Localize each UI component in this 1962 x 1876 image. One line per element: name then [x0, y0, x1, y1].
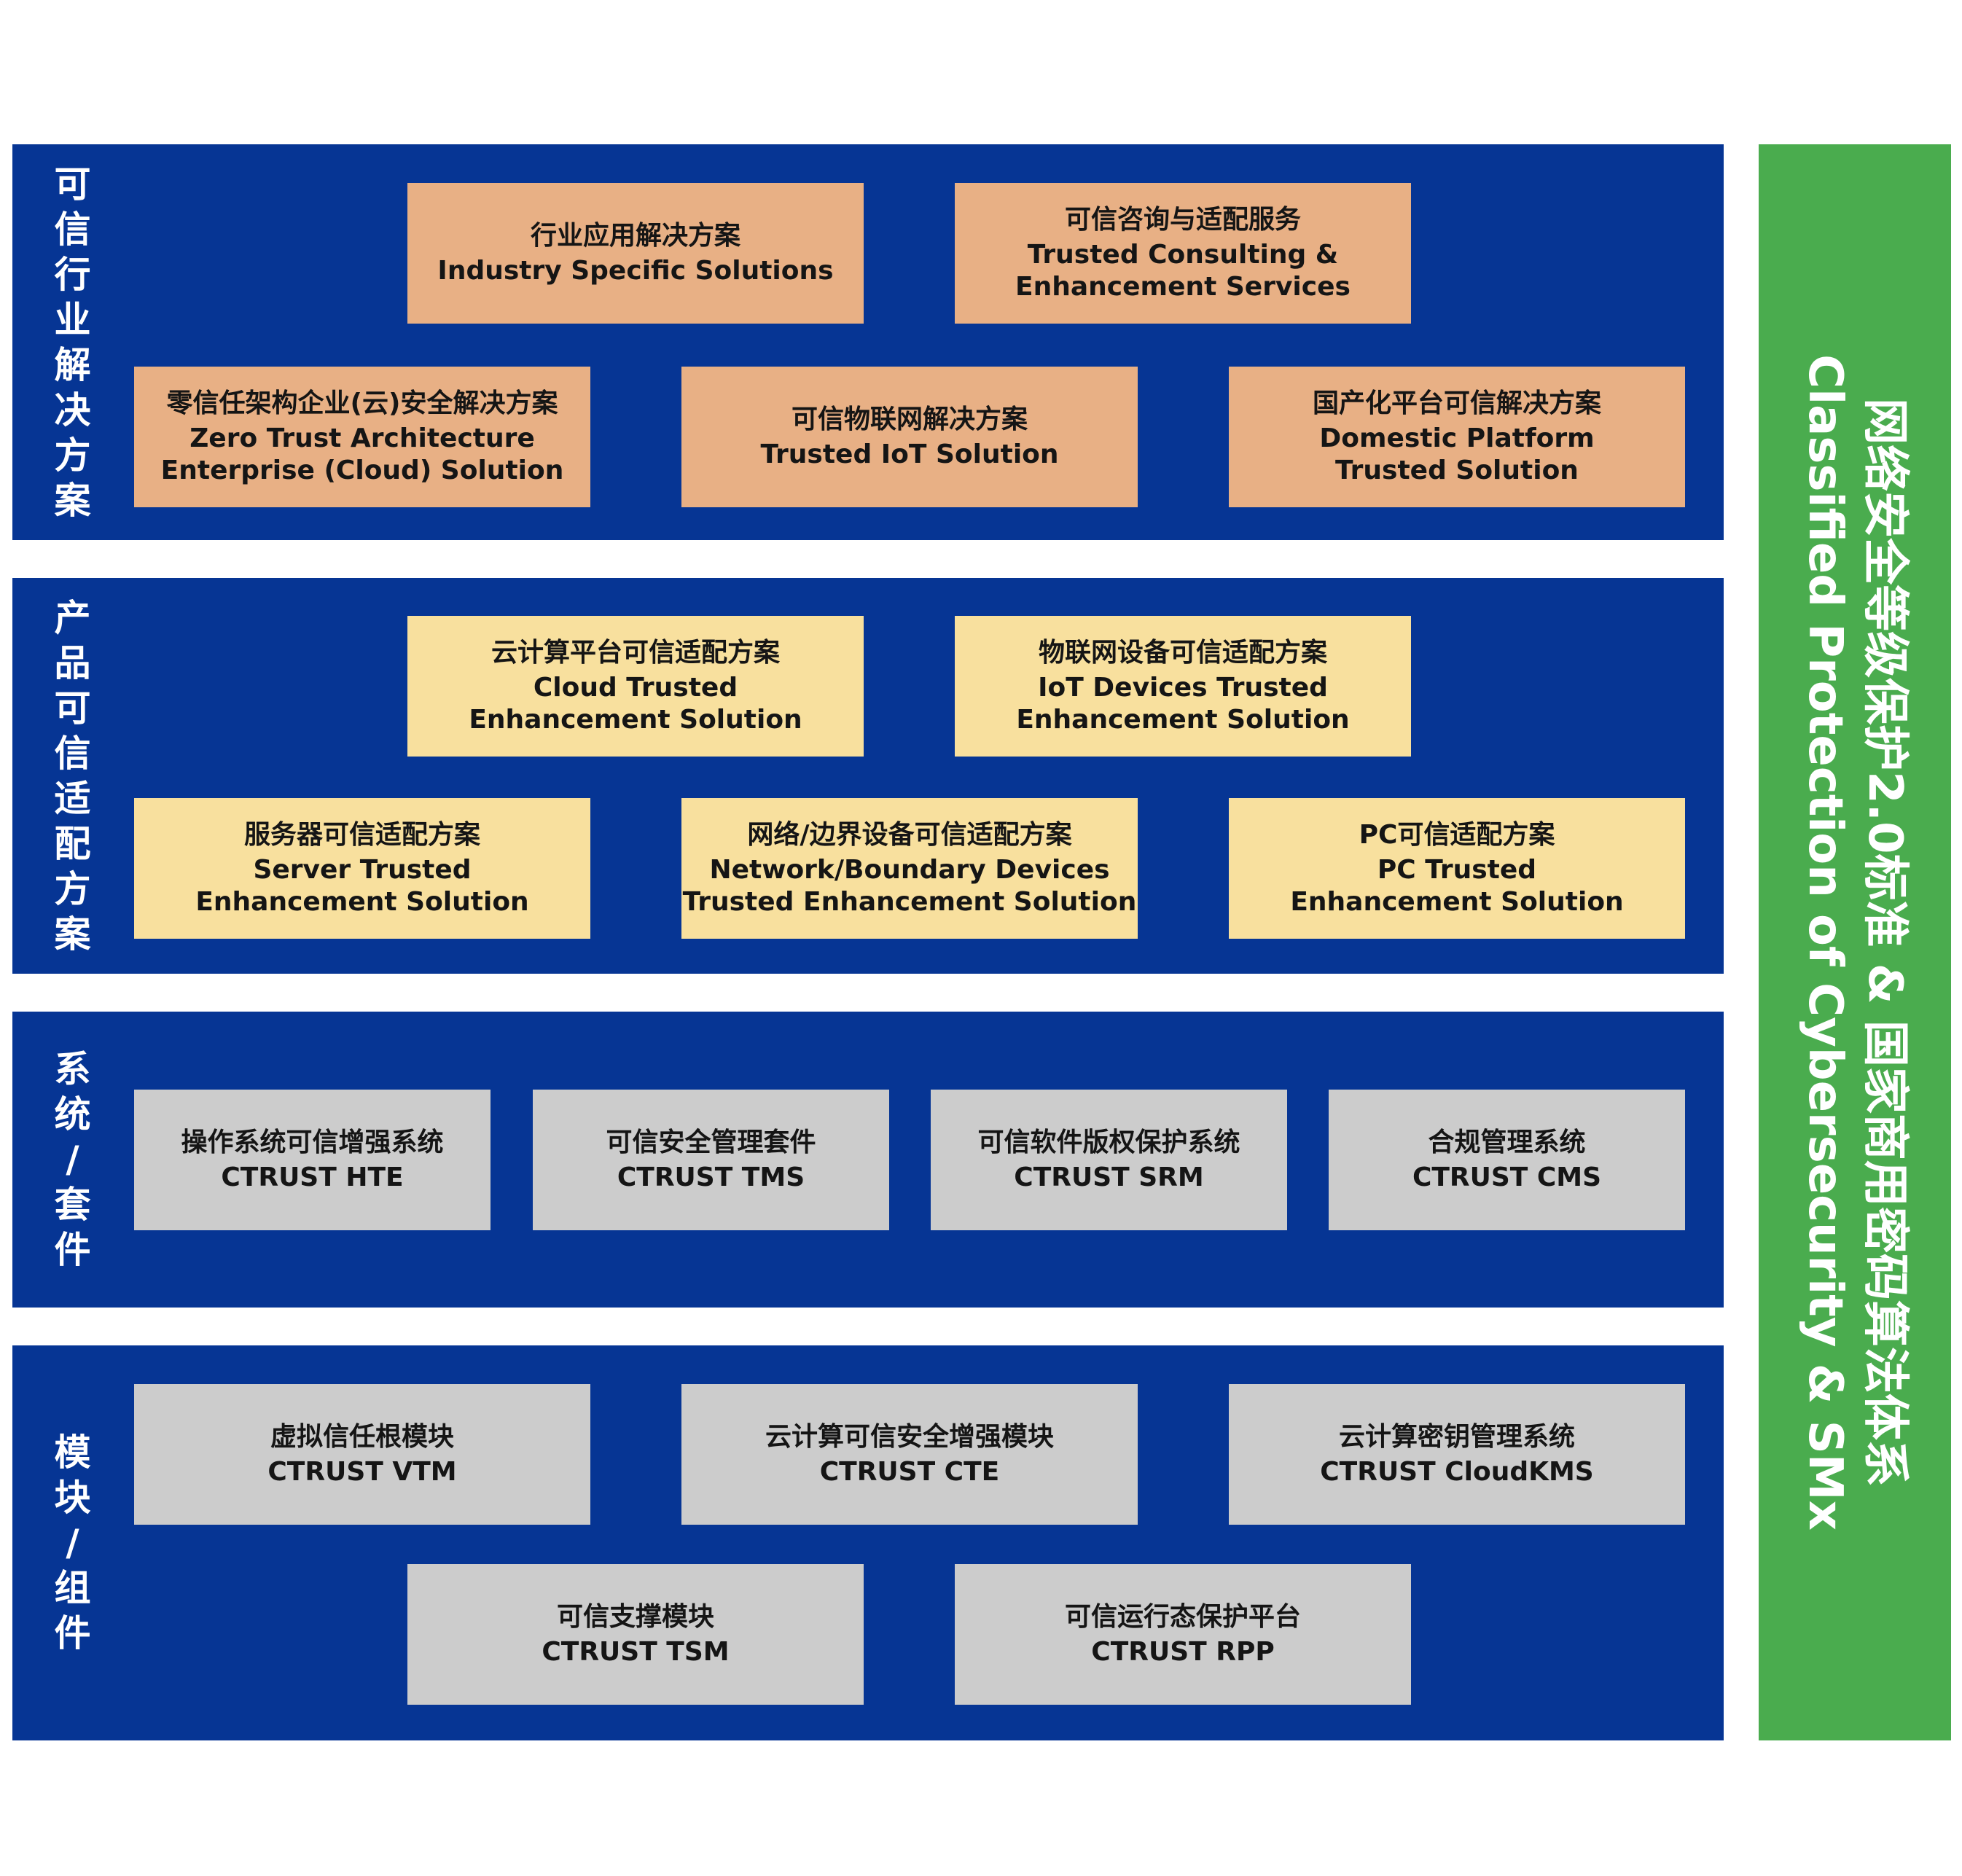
box-title-zh: 虚拟信任根模块: [270, 1421, 454, 1452]
label-char: 解: [54, 343, 91, 386]
ctrust-vtm-box: 虚拟信任根模块 CTRUST VTM: [134, 1384, 590, 1525]
standards-side-panel: 网络安全等级保护2.0标准 & 国家商用密码算法体系 Classified Pr…: [1759, 144, 1951, 1740]
standards-side-text: 网络安全等级保护2.0标准 & 国家商用密码算法体系 Classified Pr…: [1795, 354, 1915, 1531]
box-title-en: Zero Trust Architecture: [189, 423, 535, 453]
box-title-zh: 可信支撑模块: [556, 1601, 714, 1632]
box-title-zh: 可信软件版权保护系统: [977, 1127, 1240, 1157]
box-title-en: Enhancement Services: [1015, 271, 1351, 302]
box-title-en: CTRUST CloudKMS: [1320, 1456, 1594, 1487]
ctrust-tms-box: 可信安全管理套件 CTRUST TMS: [533, 1090, 889, 1230]
box-title-en: CTRUST CMS: [1412, 1162, 1602, 1192]
box-title-en: Domestic Platform: [1319, 423, 1595, 453]
box-title-en: Trusted Consulting &: [1027, 239, 1339, 270]
box-title-en: Enhancement Solution: [1290, 886, 1624, 917]
product-layer-label: 产 品 可 信 适 配 方 案: [12, 578, 133, 974]
box-title-en: Industry Specific Solutions: [437, 255, 834, 286]
cloud-trusted-enhancement-box: 云计算平台可信适配方案 Cloud Trusted Enhancement So…: [407, 616, 864, 757]
label-char: 案: [54, 479, 91, 522]
pc-trusted-enhancement-box: PC可信适配方案 PC Trusted Enhancement Solution: [1229, 798, 1685, 939]
box-title-zh: 云计算平台可信适配方案: [490, 637, 780, 668]
box-title-en: CTRUST VTM: [267, 1456, 457, 1487]
label-char: 套: [54, 1184, 91, 1226]
ctrust-tsm-box: 可信支撑模块 CTRUST TSM: [407, 1564, 864, 1705]
label-char: 块: [54, 1477, 91, 1519]
label-char: 适: [54, 777, 91, 820]
box-title-zh: 可信咨询与适配服务: [1064, 204, 1301, 235]
ctrust-cte-box: 云计算可信安全增强模块 CTRUST CTE: [681, 1384, 1138, 1525]
box-title-zh: 可信运行态保护平台: [1064, 1601, 1301, 1632]
box-title-en: Enhancement Solution: [195, 886, 529, 917]
label-char: 品: [54, 641, 91, 684]
label-char: 信: [54, 208, 91, 251]
ctrust-rpp-box: 可信运行态保护平台 CTRUST RPP: [955, 1564, 1411, 1705]
label-char: 决: [54, 388, 91, 431]
domestic-platform-solution-box: 国产化平台可信解决方案 Domestic Platform Trusted So…: [1229, 367, 1685, 507]
label-char: 行: [54, 253, 91, 296]
label-char: 案: [54, 912, 91, 955]
box-title-zh: 行业应用解决方案: [530, 220, 740, 251]
standards-title-zh: 网络安全等级保护2.0标准 & 国家商用密码算法体系: [1858, 398, 1912, 1487]
box-title-zh: 可信物联网解决方案: [791, 404, 1028, 434]
box-title-zh: 可信安全管理套件: [606, 1127, 816, 1157]
box-title-zh: 物联网设备可信适配方案: [1038, 637, 1327, 668]
ctrust-hte-box: 操作系统可信增强系统 CTRUST HTE: [134, 1090, 490, 1230]
box-title-en: Enhancement Solution: [1016, 704, 1350, 735]
label-char: 组: [54, 1567, 91, 1609]
zero-trust-architecture-box: 零信任架构企业(云)安全解决方案 Zero Trust Architecture…: [134, 367, 590, 507]
label-char: 系: [54, 1048, 91, 1090]
box-title-zh: 云计算密钥管理系统: [1338, 1421, 1575, 1452]
label-char: 件: [54, 1612, 91, 1654]
box-title-en: Enterprise (Cloud) Solution: [160, 455, 564, 485]
box-title-zh: 零信任架构企业(云)安全解决方案: [166, 388, 558, 418]
label-char: 模: [54, 1431, 91, 1474]
box-title-en: Trusted Solution: [1335, 455, 1579, 485]
ctrust-cms-box: 合规管理系统 CTRUST CMS: [1329, 1090, 1685, 1230]
standards-title-en: Classified Protection of Cybersecurity &…: [1798, 354, 1852, 1531]
box-title-en: Trusted Enhancement Solution: [682, 886, 1137, 917]
system-layer-label: 系 统 / 套 件: [12, 1012, 133, 1308]
server-trusted-enhancement-box: 服务器可信适配方案 Server Trusted Enhancement Sol…: [134, 798, 590, 939]
box-title-zh: 云计算可信安全增强模块: [765, 1421, 1054, 1452]
module-layer-label: 模 块 / 组 件: [12, 1345, 133, 1740]
label-char: 配: [54, 822, 91, 865]
box-title-zh: 网络/边界设备可信适配方案: [747, 819, 1072, 850]
box-title-en: Cloud Trusted: [533, 672, 738, 703]
box-title-zh: 操作系统可信增强系统: [181, 1127, 444, 1157]
box-title-en: Trusted IoT Solution: [760, 439, 1059, 469]
network-boundary-devices-box: 网络/边界设备可信适配方案 Network/Boundary Devices T…: [681, 798, 1138, 939]
box-title-en: CTRUST TSM: [542, 1636, 730, 1667]
box-title-en: CTRUST HTE: [221, 1162, 404, 1192]
label-char: 业: [54, 298, 91, 341]
box-title-zh: PC可信适配方案: [1359, 819, 1555, 850]
box-title-en: Server Trusted: [253, 854, 472, 885]
box-title-zh: 国产化平台可信解决方案: [1312, 388, 1601, 418]
box-title-en: Enhancement Solution: [469, 704, 802, 735]
iot-devices-enhancement-box: 物联网设备可信适配方案 IoT Devices Trusted Enhancem…: [955, 616, 1411, 757]
label-char: 统: [54, 1093, 91, 1136]
label-char: 方: [54, 867, 91, 910]
box-title-zh: 服务器可信适配方案: [243, 819, 480, 850]
label-char: 可: [54, 687, 91, 730]
box-title-zh: 合规管理系统: [1428, 1127, 1586, 1157]
label-char: 件: [54, 1229, 91, 1271]
box-title-en: Network/Boundary Devices: [709, 854, 1110, 885]
label-char: 产: [54, 596, 91, 639]
industry-specific-solutions-box: 行业应用解决方案 Industry Specific Solutions: [407, 183, 864, 324]
trusted-consulting-box: 可信咨询与适配服务 Trusted Consulting & Enhanceme…: [955, 183, 1411, 324]
industry-layer-label: 可 信 行 业 解 决 方 案: [12, 144, 133, 540]
box-title-en: CTRUST RPP: [1091, 1636, 1275, 1667]
box-title-en: CTRUST CTE: [819, 1456, 1000, 1487]
ctrust-srm-box: 可信软件版权保护系统 CTRUST SRM: [931, 1090, 1287, 1230]
ctrust-cloudkms-box: 云计算密钥管理系统 CTRUST CloudKMS: [1229, 1384, 1685, 1525]
trusted-iot-solution-box: 可信物联网解决方案 Trusted IoT Solution: [681, 367, 1138, 507]
label-char: 信: [54, 732, 91, 775]
box-title-en: PC Trusted: [1377, 854, 1537, 885]
box-title-en: IoT Devices Trusted: [1038, 672, 1328, 703]
label-char: /: [66, 1522, 79, 1564]
label-char: 可: [54, 163, 91, 206]
box-title-en: CTRUST TMS: [617, 1162, 805, 1192]
label-char: 方: [54, 434, 91, 477]
box-title-en: CTRUST SRM: [1014, 1162, 1204, 1192]
label-char: /: [66, 1138, 79, 1181]
